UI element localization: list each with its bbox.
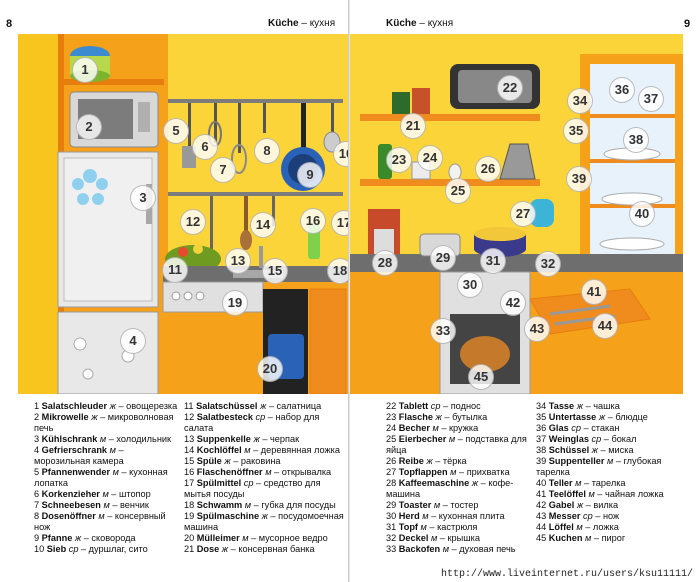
vocab-item: 2 Mikrowelle ж – микроволновая печь	[34, 412, 174, 433]
vocab-item: 27 Topflappen м – прихватка	[386, 467, 510, 477]
label-13: 13	[225, 248, 251, 274]
vocab-item: 4 Gefrierschrank м – морозильная камера	[34, 445, 124, 466]
page-title-left: Küche – кухня	[268, 18, 336, 29]
vocab-item: 19 Spülmaschine ж – посудомоечная машина	[184, 511, 344, 532]
label-29: 29	[430, 245, 456, 271]
vocab-item: 36 Glas ср – стакан	[536, 423, 620, 433]
label-27: 27	[510, 201, 536, 227]
label-23: 23	[386, 147, 412, 173]
label-25: 25	[445, 178, 471, 204]
label-3: 3	[130, 185, 156, 211]
vocab-item: 5 Pfannenwender м – кухонная лопатка	[34, 467, 168, 488]
label-36: 36	[609, 77, 635, 103]
vocab-item: 37 Weinglas ср – бокал	[536, 434, 637, 444]
label-26: 26	[475, 156, 501, 182]
label-40: 40	[629, 201, 655, 227]
vocab-item: 25 Eierbecher м – подставка для яйца	[386, 434, 527, 455]
page-number-left: 8	[6, 18, 13, 30]
vocab-item: 15 Spüle ж – раковина	[184, 456, 281, 466]
vocab-item: 12 Salatbesteck ср – набор для салата	[184, 412, 320, 433]
label-2: 2	[76, 114, 102, 140]
label-38: 38	[623, 127, 649, 153]
label-8: 8	[254, 138, 280, 164]
label-35: 35	[563, 118, 589, 144]
label-39: 39	[566, 166, 592, 192]
vocab-item: 7 Schneebesen м – венчик	[34, 500, 149, 510]
vocab-item: 1 Salatschleuder ж – овощерезка	[34, 401, 178, 411]
label-7: 7	[210, 157, 236, 183]
label-33: 33	[430, 318, 456, 344]
label-4: 4	[120, 328, 146, 354]
label-19: 19	[222, 290, 248, 316]
label-43: 43	[524, 316, 550, 342]
vocab-item: 6 Korkenzieher м – штопор	[34, 489, 151, 499]
book-spine	[348, 0, 351, 582]
vocab-item: 16 Flaschenöffner м – открывалка	[184, 467, 332, 477]
label-42: 42	[500, 290, 526, 316]
vocab-item: 24 Becher м – кружка	[386, 423, 479, 433]
vocab-item: 3 Kühlschrank м – холодильник	[34, 434, 172, 444]
label-20: 20	[257, 356, 283, 382]
vocab-item: 11 Salatschüssel ж – салатница	[184, 401, 322, 411]
vocab-item: 14 Kochlöffel м – деревянная ложка	[184, 445, 340, 455]
label-11: 11	[162, 257, 188, 283]
label-12: 12	[180, 209, 206, 235]
label-14: 14	[250, 212, 276, 238]
label-16: 16	[300, 208, 326, 234]
watermark-url: http://www.liveinternet.ru/users/ksu1111…	[440, 569, 693, 580]
vocab-item: 10 Sieb ср – дуршлаг, сито	[34, 544, 148, 554]
vocab-item: 41 Teelöffel м – чайная ложка	[536, 489, 664, 499]
vocab-item: 21 Dose ж – консервная банка	[184, 544, 315, 554]
label-24: 24	[417, 145, 443, 171]
label-37: 37	[638, 86, 664, 112]
label-45: 45	[468, 364, 494, 390]
vocab-item: 28 Kaffeemaschine ж – кофе-машина	[386, 478, 514, 499]
vocab-item: 29 Toaster м – тостер	[386, 500, 479, 510]
page-number-right: 9	[684, 18, 691, 30]
vocab-item: 39 Suppenteller м – глубокая тарелка	[536, 456, 662, 477]
label-32: 32	[535, 251, 561, 277]
vocab-item: 9 Pfanne ж – сковорода	[34, 533, 136, 543]
vocab-item: 23 Flasche ж – бутылка	[386, 412, 488, 422]
vocab-item: 44 Löffel м – ложка	[536, 522, 619, 532]
label-31: 31	[480, 248, 506, 274]
vocab-item: 38 Schüssel ж – миска	[536, 445, 634, 455]
label-22: 22	[497, 75, 523, 101]
vocab-item: 26 Reibe ж – тёрка	[386, 456, 467, 466]
page-title-right: Küche – кухня	[386, 18, 454, 29]
vocab-item: 18 Schwamm м – губка для посуды	[184, 500, 336, 510]
label-44: 44	[592, 313, 618, 339]
vocab-item: 20 Mülleimer м – мусорное ведро	[184, 533, 328, 543]
vocab-item: 22 Tablett ср – поднос	[386, 401, 481, 411]
label-30: 30	[457, 272, 483, 298]
vocab-item: 45 Kuchen м – пирог	[536, 533, 626, 543]
vocab-item: 34 Tasse ж – чашка	[536, 401, 620, 411]
right-page: Küche – кухня 9	[350, 0, 699, 582]
vocab-item: 13 Suppenkelle ж – черпак	[184, 434, 300, 444]
vocab-item: 8 Dosenöffner м – консервный нож	[34, 511, 166, 532]
label-5: 5	[163, 118, 189, 144]
label-9: 9	[297, 162, 323, 188]
label-6: 6	[192, 134, 218, 160]
label-15: 15	[262, 258, 288, 284]
label-1: 1	[72, 57, 98, 83]
vocab-item: 32 Deckel м – крышка	[386, 533, 480, 543]
label-34: 34	[567, 88, 593, 114]
label-28: 28	[372, 250, 398, 276]
vocab-item: 35 Untertasse ж – блюдце	[536, 412, 648, 422]
vocab-item: 33 Backofen м – духовая печь	[386, 544, 516, 554]
vocab-item: 42 Gabel ж – вилка	[536, 500, 619, 510]
label-41: 41	[581, 279, 607, 305]
vocab-item: 17 Spülmittel ср – средство для мытья по…	[184, 478, 321, 499]
vocab-item: 40 Teller м – тарелка	[536, 478, 626, 488]
label-21: 21	[400, 113, 426, 139]
vocab-item: 30 Herd м – кухонная плита	[386, 511, 505, 521]
vocab-item: 31 Topf м – кастрюля	[386, 522, 478, 532]
left-page: 8 Küche – кухня	[0, 0, 359, 582]
vocab-item: 43 Messer ср – нож	[536, 511, 620, 521]
